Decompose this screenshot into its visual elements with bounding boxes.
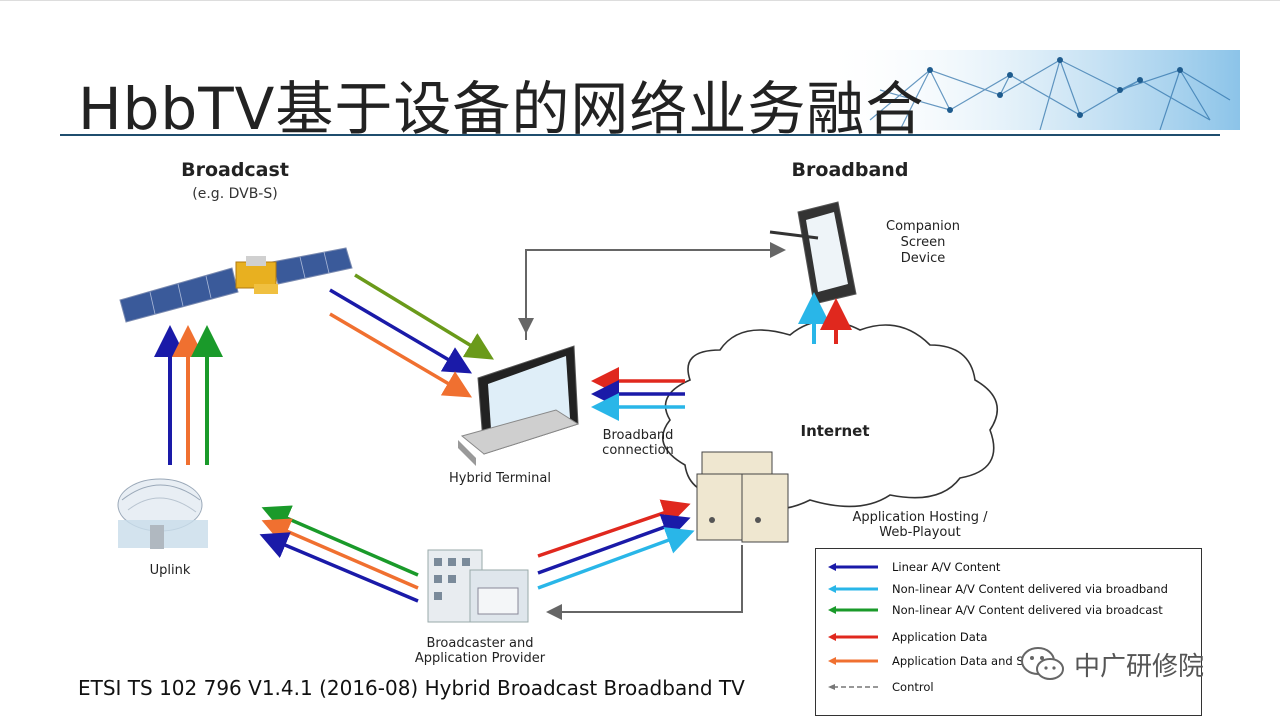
- uplink-dish-icon: [117, 478, 208, 549]
- broadcaster-building-icon: [427, 549, 529, 623]
- application-server-icon: [696, 451, 789, 543]
- broadband-label: Broadband: [791, 159, 909, 181]
- wechat-icon: [1021, 647, 1064, 680]
- source-citation: ETSI TS 102 796 V1.4.1 (2016-08) Hybrid …: [78, 676, 745, 700]
- title-underline: [60, 134, 1220, 136]
- network-banner-graphic: [820, 50, 1240, 131]
- legend-swatch: [828, 606, 878, 614]
- hybrid-terminal-tv-icon: [458, 345, 580, 466]
- legend-swatch: [828, 585, 878, 593]
- app-hosting-line1: Application Hosting /: [852, 510, 988, 525]
- watermark: 中广研修院: [1020, 645, 1204, 683]
- companion-label-line1: Companion: [886, 219, 960, 234]
- legend-label: Non-linear A/V Content delivered via bro…: [892, 582, 1168, 596]
- legend-swatch: [828, 633, 878, 641]
- app-hosting-line2: Web-Playout: [879, 525, 961, 540]
- companion-tablet-icon: [769, 201, 857, 305]
- top-border: [0, 0, 1280, 1]
- internet-label: Internet: [800, 422, 870, 440]
- legend-swatch: [828, 563, 878, 571]
- companion-label-line2: Screen: [900, 235, 946, 250]
- legend-box: Linear A/V Content Non-linear A/V Conten…: [815, 548, 1202, 716]
- legend-label: Application Data: [892, 630, 988, 644]
- broadband-connection-line2: connection: [602, 443, 674, 458]
- legend-label: Non-linear A/V Content delivered via bro…: [892, 603, 1163, 617]
- hybrid-terminal-label: Hybrid Terminal: [448, 471, 551, 486]
- broadcaster-line1: Broadcaster and: [426, 636, 534, 651]
- broadcast-sublabel: (e.g. DVB-S): [192, 186, 278, 202]
- broadcast-label: Broadcast: [181, 159, 289, 181]
- uplink-label: Uplink: [149, 563, 191, 578]
- legend-item: Application Data and Si: [828, 651, 1027, 671]
- legend-item: Non-linear A/V Content delivered via bro…: [828, 579, 1168, 599]
- watermark-text: 中广研修院: [1074, 651, 1205, 682]
- legend-item: Application Data: [828, 627, 987, 647]
- broadcaster-line2: Application Provider: [414, 651, 546, 666]
- legend-swatch: [828, 684, 878, 690]
- slide-title: HbbTV基于设备的网络业务融合: [78, 75, 925, 143]
- legend-item: Linear A/V Content: [828, 557, 1000, 577]
- legend-item: Non-linear A/V Content delivered via bro…: [828, 600, 1163, 620]
- legend-label: Linear A/V Content: [892, 560, 1001, 574]
- satellite-icon: [119, 247, 353, 323]
- legend-label: Application Data and Si: [892, 654, 1027, 668]
- legend-item: Control: [828, 677, 934, 697]
- legend-swatch: [828, 657, 878, 665]
- broadband-connection-line1: Broadband: [602, 428, 674, 443]
- companion-label-line3: Device: [900, 251, 946, 266]
- legend-label: Control: [892, 680, 934, 694]
